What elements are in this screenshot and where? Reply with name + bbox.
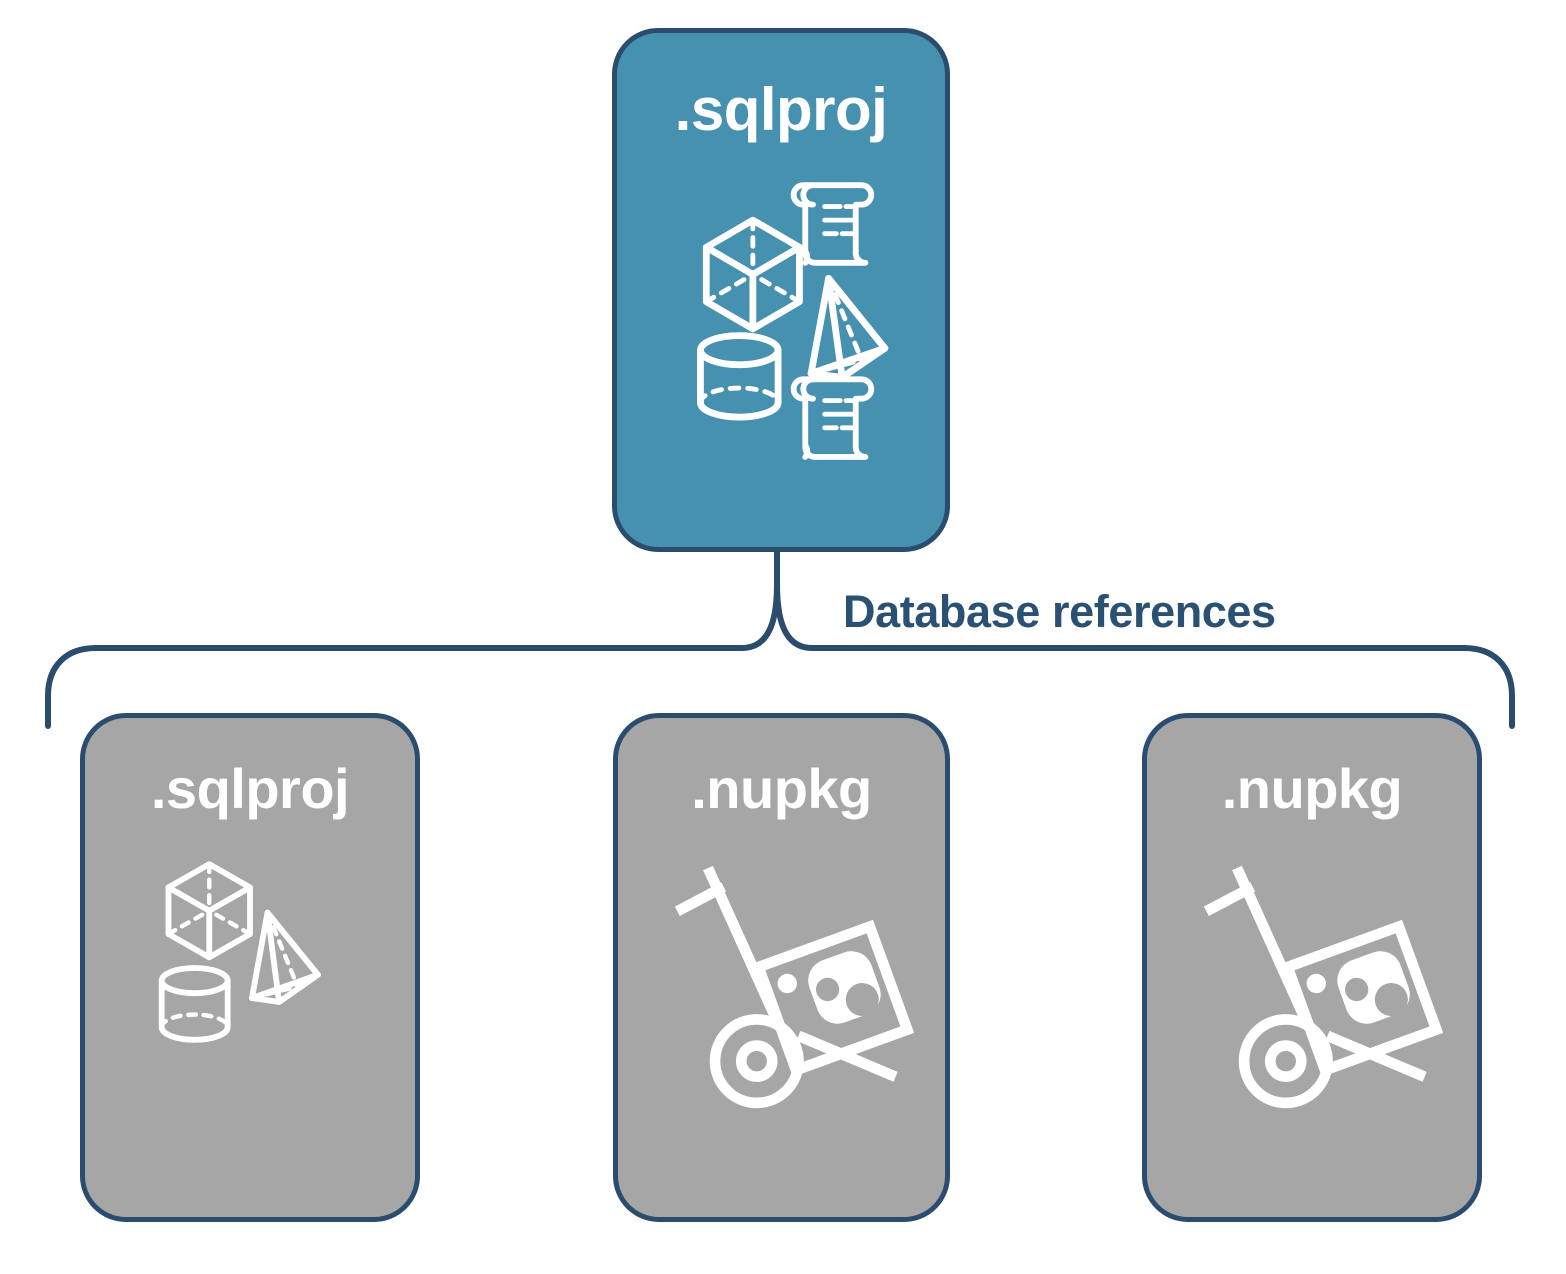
node-reference-sqlproj-title: .sqlproj [150, 757, 350, 820]
package-box-icon [1280, 919, 1444, 1077]
hand-truck-icon [1203, 865, 1444, 1109]
nuget-logo-holes [815, 977, 879, 1017]
node-root-sqlproj[interactable]: .sqlproj [612, 28, 950, 552]
edge-label-database-references: Database references [843, 586, 1276, 637]
node-reference-nupkg-2-title: .nupkg [1221, 757, 1403, 820]
script-scroll-icon [790, 182, 875, 266]
hand-truck-icon [674, 865, 915, 1109]
cylinder-icon [697, 332, 782, 421]
pyramid-icon [807, 274, 889, 381]
node-reference-sqlproj[interactable]: .sqlproj [80, 713, 420, 1222]
nuget-logo-icon [777, 951, 881, 1024]
node-reference-nupkg-1-title: .nupkg [691, 757, 872, 820]
cube-icon [702, 216, 803, 333]
nuget-logo-holes [1345, 977, 1408, 1017]
node-root-title: .sqlproj [674, 76, 888, 143]
wheel-icon [709, 1014, 804, 1109]
node-reference-nupkg-1[interactable]: .nupkg [613, 713, 950, 1222]
cylinder-icon [158, 965, 231, 1043]
node-reference-nupkg-2[interactable]: .nupkg [1142, 713, 1482, 1222]
package-box-icon [751, 919, 915, 1077]
wheel-icon [1238, 1014, 1333, 1109]
script-scroll-icon [790, 376, 875, 460]
nuget-logo-icon [1306, 951, 1410, 1024]
pyramid-icon [249, 909, 321, 1005]
cube-icon [165, 861, 253, 961]
